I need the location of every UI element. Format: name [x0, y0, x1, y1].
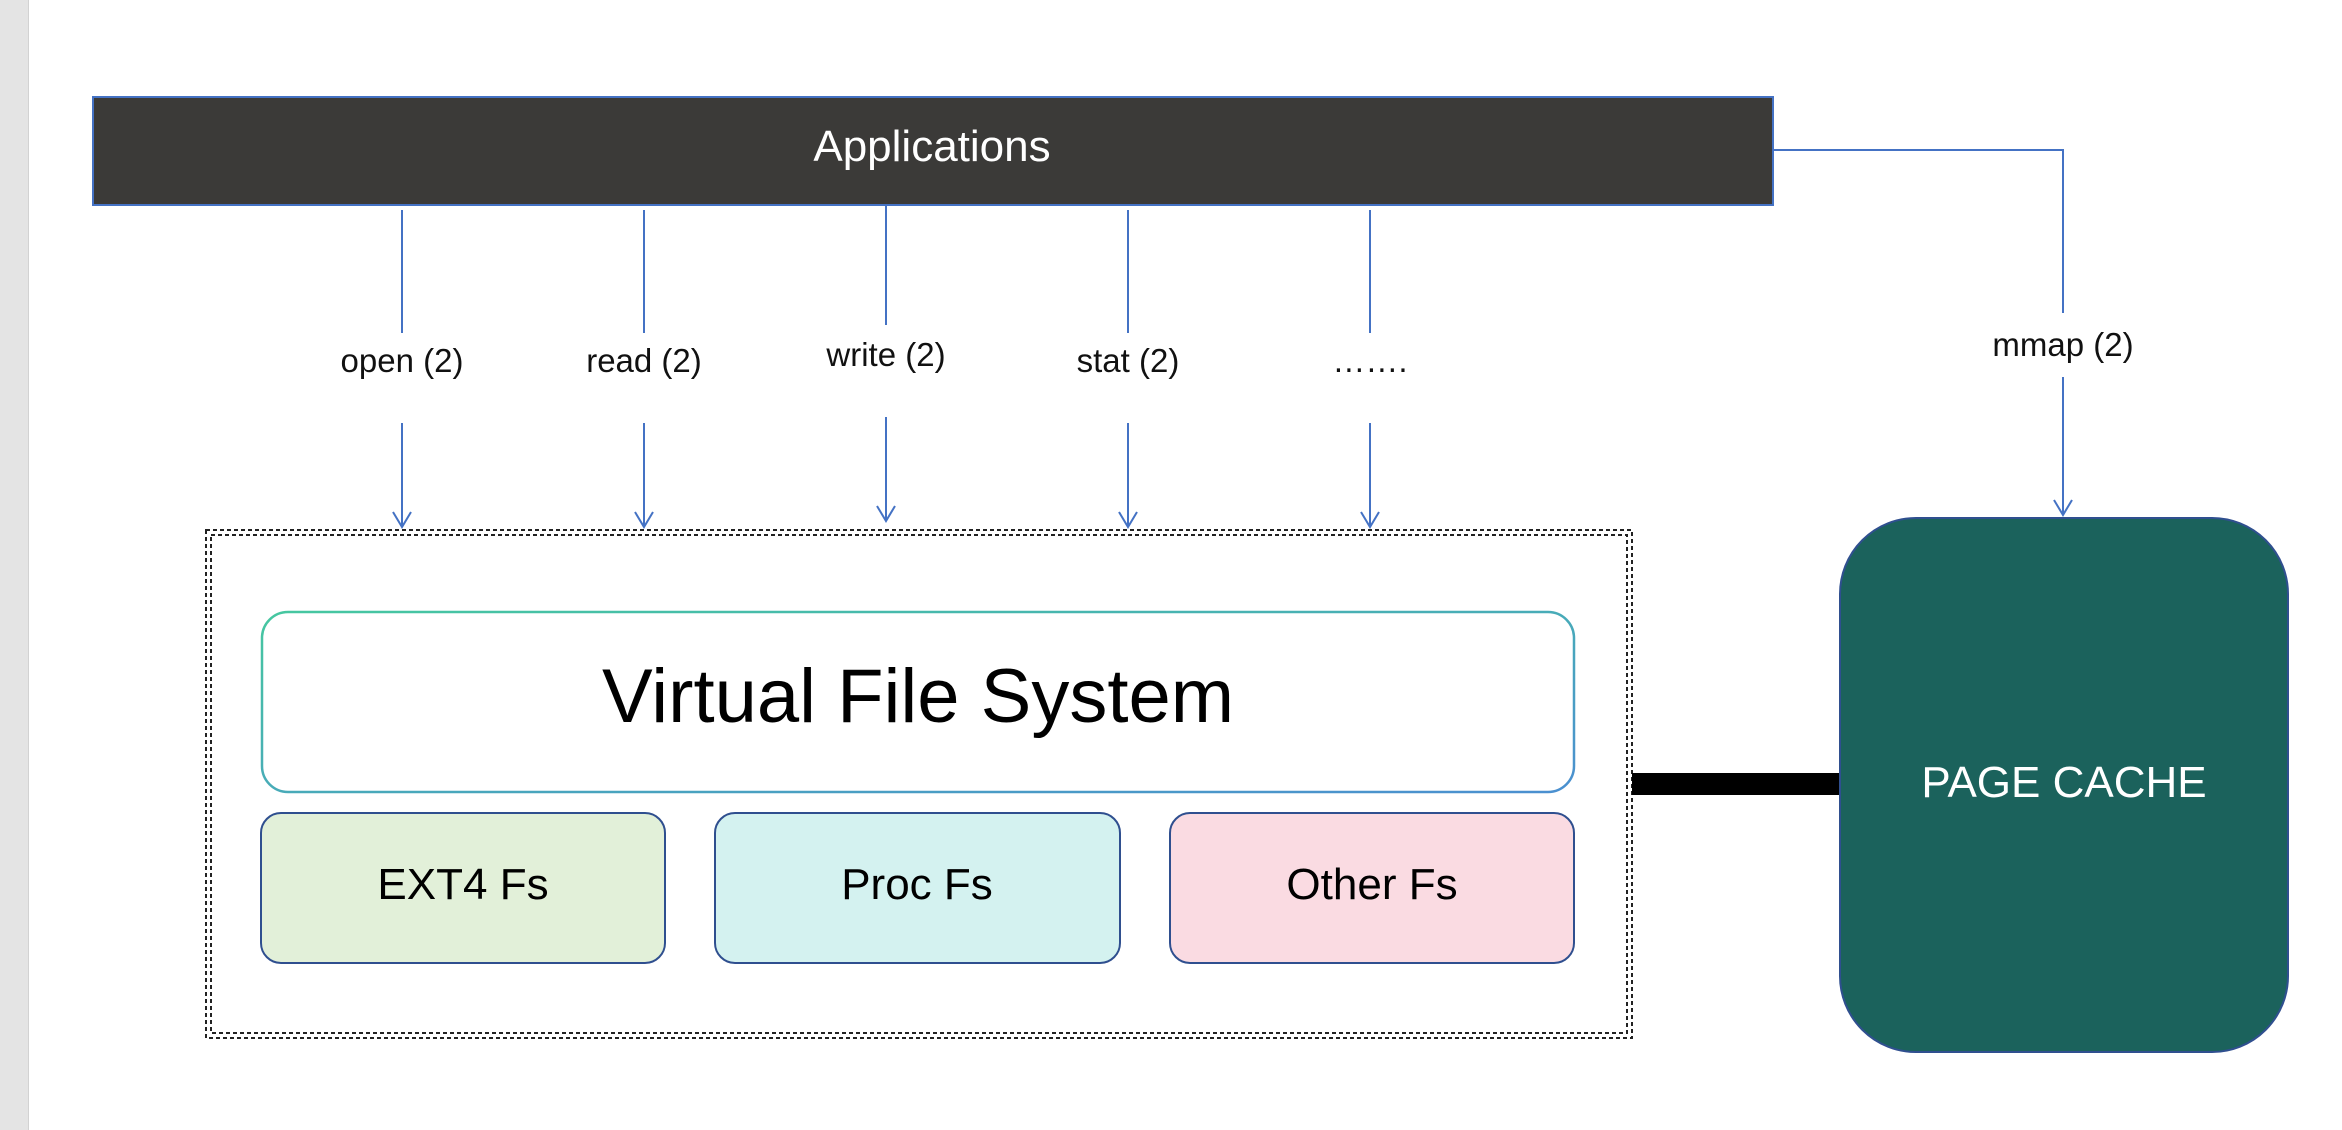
syscall-label-more: …….	[1332, 342, 1407, 379]
vfs-label: Virtual File System	[602, 654, 1234, 739]
fs-label-other: Other Fs	[1286, 860, 1457, 909]
page-cache-box: PAGE CACHE	[1839, 517, 2289, 1053]
syscall-label-open: open (2)	[341, 342, 464, 379]
fs-label-ext4: EXT4 Fs	[377, 860, 548, 909]
vfs-page-cache-link	[1632, 773, 1842, 795]
page-cache-label: PAGE CACHE	[1921, 758, 2206, 807]
syscall-arrow-read	[634, 210, 654, 529]
syscall-label-stat: stat (2)	[1077, 342, 1180, 379]
fs-label-proc: Proc Fs	[841, 860, 993, 909]
mmap-label: mmap (2)	[1992, 326, 2133, 363]
syscall-arrow-write	[876, 206, 896, 523]
syscall-label-read: read (2)	[586, 342, 702, 379]
vfs-box: Virtual File System	[260, 610, 1576, 794]
syscall-arrow-stat	[1118, 210, 1138, 529]
syscall-arrow-open	[392, 210, 412, 529]
applications-label: Applications	[813, 122, 1050, 171]
fs-box-other: Other Fs	[1169, 812, 1575, 964]
window-left-edge	[0, 0, 29, 1130]
fs-box-proc: Proc Fs	[714, 812, 1121, 964]
applications-box: Applications	[92, 96, 1774, 206]
mmap-arrow	[1773, 149, 2073, 517]
fs-box-ext4: EXT4 Fs	[260, 812, 666, 964]
syscall-label-write: write (2)	[825, 336, 945, 373]
syscall-arrow-more	[1360, 210, 1380, 529]
